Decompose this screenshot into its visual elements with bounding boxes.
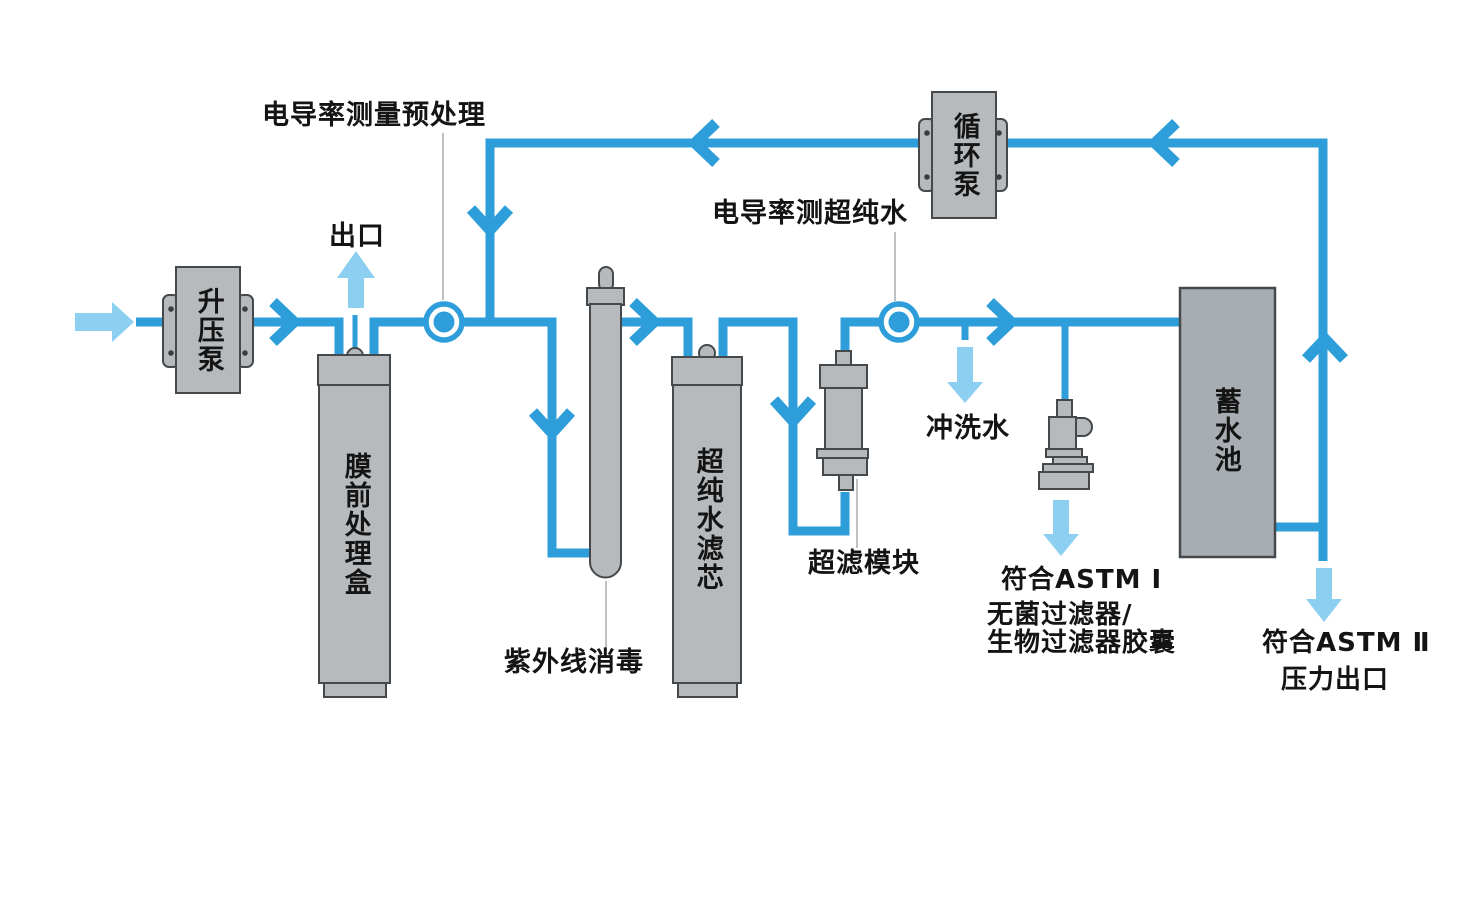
uv-lamp-cap — [586, 287, 625, 306]
label-boost-pump: 升压泵 — [192, 287, 224, 374]
pipe-uv-to-filter — [621, 317, 693, 358]
cartridge-base — [323, 682, 387, 698]
dispenser-valve — [1038, 399, 1094, 490]
label-sterile-filter-line2: 生物过滤器胶囊 — [987, 628, 1177, 658]
dispenser-plate — [1045, 448, 1083, 458]
ultrapure-filter — [671, 344, 743, 698]
uf-module — [816, 350, 869, 491]
label-pre-membrane-cartridge: 膜前处理盒 — [339, 452, 371, 597]
flow-arrow-down-icon — [769, 396, 817, 430]
label-astm2: 符合ASTM Ⅱ — [1262, 628, 1431, 658]
dispenser-body — [1048, 416, 1077, 451]
astm2-pressure-outlet-arrow-icon — [1306, 568, 1342, 622]
circulation-pump — [918, 91, 1008, 219]
pipe-module-to-reservoir — [840, 317, 1181, 355]
pre-membrane-cartridge — [317, 347, 391, 698]
label-reservoir: 蓄水池 — [1209, 387, 1241, 474]
filter-body — [672, 384, 742, 684]
label-ultrapure-conductivity: 电导率测超纯水 — [712, 198, 908, 229]
io-arrows — [75, 251, 1342, 622]
uv-lamp — [586, 266, 625, 579]
uf-top-cap — [819, 364, 868, 389]
filter-cap — [671, 356, 743, 386]
uf-body — [824, 387, 863, 450]
label-uf-module: 超滤模块 — [808, 548, 920, 579]
cartridge-outlet-arrow-icon — [337, 251, 375, 308]
uf-flange-plate — [816, 448, 869, 459]
cartridge-cap — [317, 354, 391, 386]
dispenser-step — [1042, 463, 1094, 473]
filter-base — [677, 682, 738, 698]
flow-arrow-right-icon — [986, 298, 1019, 346]
flush-water-arrow-icon — [947, 347, 983, 403]
conductivity-sensor-ultrapure — [878, 301, 920, 343]
flow-arrow-right-icon — [629, 298, 662, 346]
cartridge-body — [318, 384, 391, 684]
uf-bottom-stub — [838, 474, 854, 491]
label-astm1: 符合ASTM Ⅰ — [1001, 565, 1163, 595]
label-ultrapure-filter: 超纯水滤芯 — [691, 447, 723, 592]
astm1-dispense-arrow-icon — [1043, 500, 1079, 556]
uf-bottom-cap — [822, 457, 868, 476]
boost-pump — [162, 266, 254, 394]
pump-body — [175, 266, 241, 394]
uv-lamp-tube — [589, 303, 622, 579]
flow-arrow-left-icon — [687, 119, 720, 167]
flow-arrow-right-icon — [269, 298, 302, 346]
flow-arrow-up-icon — [1302, 331, 1348, 363]
label-circulation-pump: 循环泵 — [948, 112, 980, 199]
pump-body — [931, 91, 997, 219]
label-uv-disinfection: 紫外线消毒 — [504, 647, 644, 678]
flow-arrow-down-icon — [528, 408, 576, 442]
label-outlet: 出口 — [329, 221, 385, 252]
flow-arrow-down-icon — [466, 205, 514, 239]
pipe-to-uv-lamp — [369, 317, 594, 558]
label-pretreat-conductivity: 电导率测量预处理 — [262, 100, 486, 131]
flow-arrows — [269, 119, 1348, 442]
label-sterile-filter-line1: 无菌过滤器/ — [987, 600, 1133, 630]
leader-lines — [442, 133, 896, 648]
feed-inlet-arrow-icon — [75, 302, 134, 342]
dispenser-nipple — [1056, 399, 1073, 419]
reservoir-tank — [1178, 286, 1277, 559]
label-pressure-outlet: 压力出口 — [1281, 665, 1390, 695]
dispenser-base — [1038, 471, 1090, 490]
conductivity-sensor-pretreat — [423, 301, 465, 343]
label-flush-water: 冲洗水 — [926, 413, 1010, 444]
flow-arrow-left-icon — [1147, 119, 1180, 167]
dispenser-step — [1052, 456, 1088, 465]
